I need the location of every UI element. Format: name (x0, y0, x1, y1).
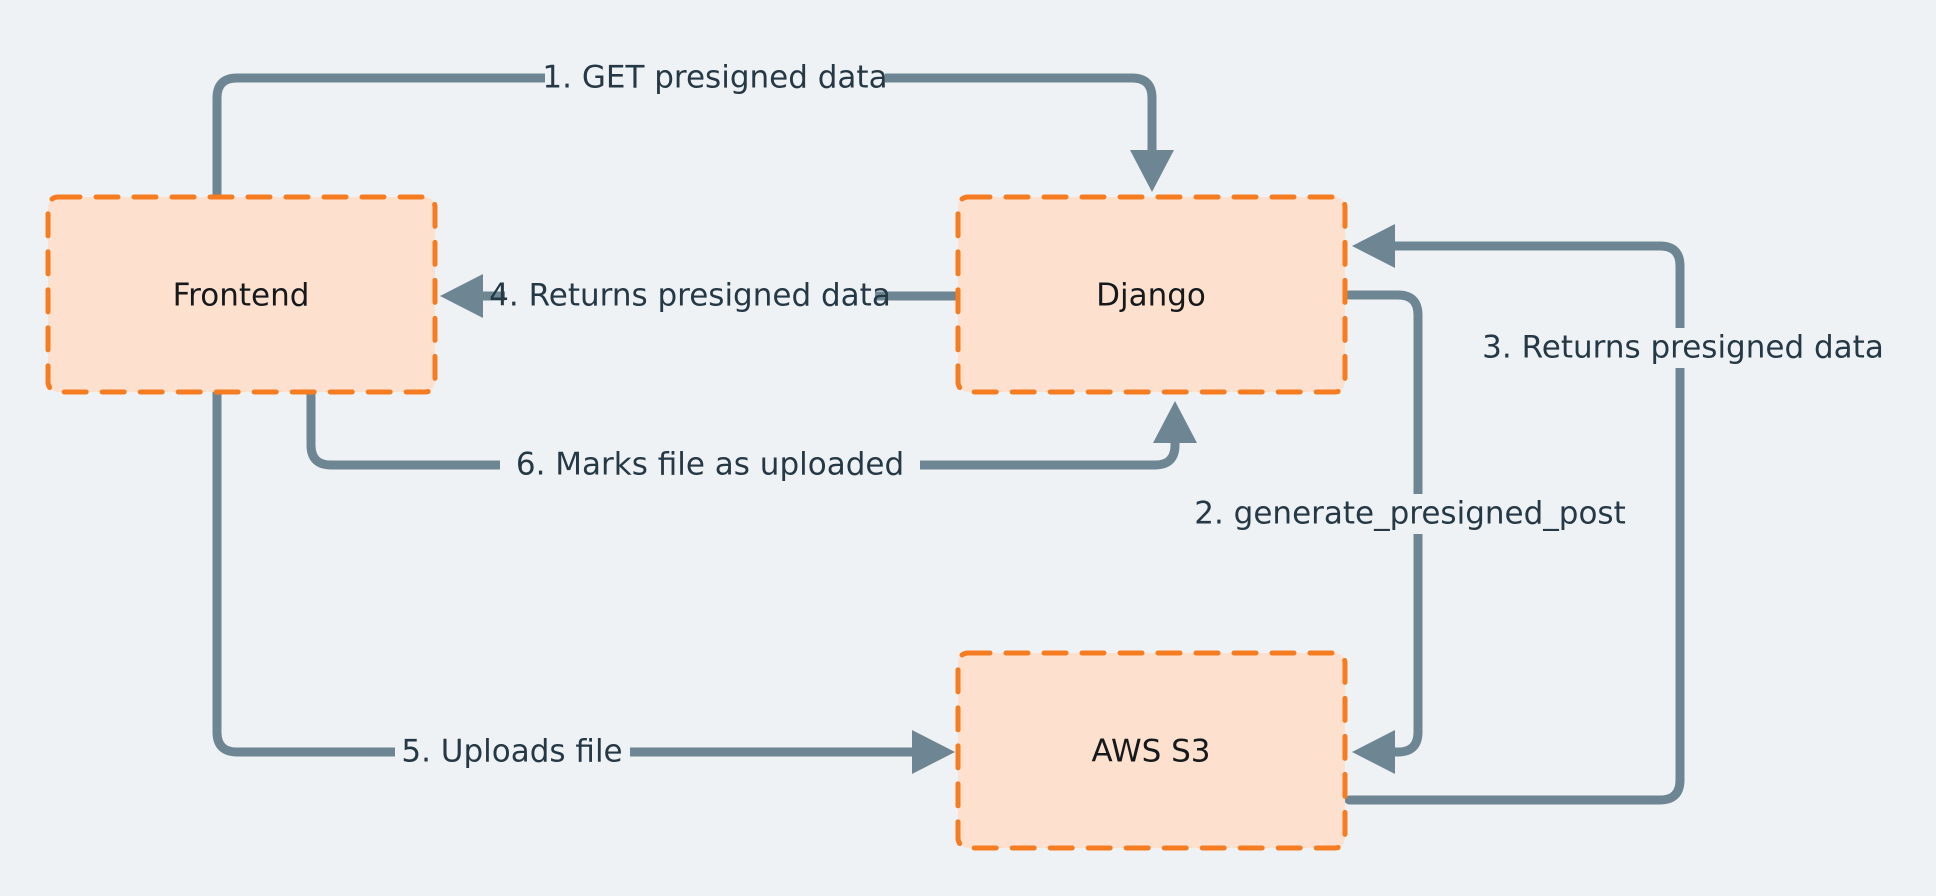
edge-2-arrowhead (1352, 730, 1395, 774)
node-django[interactable]: Django (955, 194, 1348, 395)
edge-1-arrowhead (1130, 150, 1174, 192)
edge-5-uploads-file: 5. Uploads file (212, 387, 955, 774)
node-aws-s3-box[interactable] (955, 650, 1348, 851)
node-frontend[interactable]: Frontend (45, 194, 438, 395)
node-frontend-label: Frontend (173, 278, 310, 314)
edge-3-path (1344, 241, 1685, 805)
node-aws-s3-label: AWS S3 (1091, 734, 1210, 770)
node-django-box[interactable] (955, 194, 1348, 395)
edge-4-label-bg (505, 276, 875, 316)
edge-1-label: 1. GET presigned data (542, 60, 887, 96)
edge-5-label: 5. Uploads file (401, 734, 622, 770)
edge-3-label-bg (1470, 328, 1895, 368)
node-django-label: Django (1096, 278, 1206, 314)
edge-3-label: 3. Returns presigned data (1482, 330, 1884, 366)
edge-6-label: 6. Marks file as uploaded (516, 447, 904, 483)
edge-5-arrowhead (912, 730, 955, 774)
edge-6-marks-file-as-uploaded: 6. Marks file as uploaded (306, 387, 1197, 485)
edge-2-label: 2. generate_presigned_post (1194, 496, 1625, 532)
edge-2-label-bg (1190, 494, 1630, 534)
node-aws-s3[interactable]: AWS S3 (955, 650, 1348, 851)
edge-5-label-bg (395, 732, 630, 772)
node-frontend-box[interactable] (45, 194, 438, 395)
edge-1-get-presigned-data: 1. GET presigned data (212, 58, 1174, 397)
edge-4-returns-presigned-data: 4. Returns presigned data (440, 274, 960, 318)
edge-4-arrowhead (440, 274, 483, 318)
edge-2-generate-presigned-post: 2. generate_presigned_post (1190, 290, 1630, 774)
edge-3-arrowhead (1352, 224, 1395, 268)
edge-1-label-bg (545, 58, 885, 98)
edge-5-path (212, 387, 930, 757)
edge-4-label: 4. Returns presigned data (489, 278, 891, 314)
edge-3-returns-presigned-data: 3. Returns presigned data (1344, 224, 1895, 805)
edge-6-arrowhead (1153, 401, 1197, 443)
edge-6-label-bg (500, 445, 920, 485)
